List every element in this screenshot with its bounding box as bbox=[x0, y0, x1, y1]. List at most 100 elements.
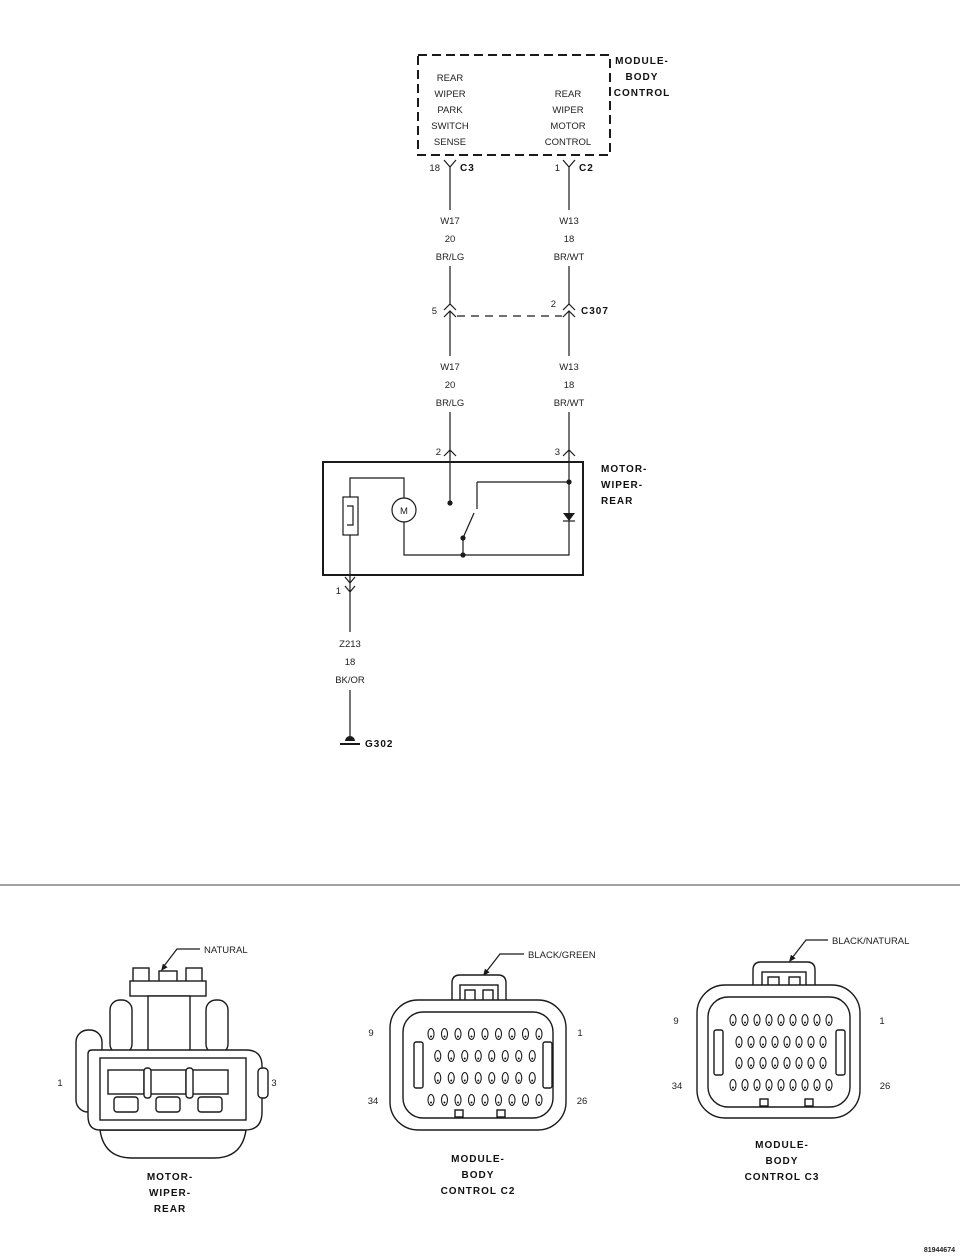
pin-cavity-contact bbox=[490, 1079, 493, 1082]
leader-arrow-icon bbox=[161, 963, 168, 971]
wire-w13-upper: W13 18 BR/WT bbox=[554, 167, 585, 304]
pin-cavity bbox=[807, 1056, 815, 1070]
connector-label-line-3: CONTROL C2 bbox=[441, 1186, 516, 1197]
park-contact-dot bbox=[447, 500, 453, 506]
pin-cavity bbox=[440, 1093, 449, 1107]
pin-cavity-contact bbox=[750, 1043, 752, 1046]
pin-cavity bbox=[741, 1078, 749, 1092]
pin-cavity-contact bbox=[738, 1064, 740, 1067]
connector-c3-pin: 18 bbox=[429, 163, 440, 174]
park-sense-function-line-1: REAR bbox=[437, 73, 464, 84]
pin-cavity bbox=[741, 1013, 749, 1027]
housing-color-label: BLACK/NATURAL bbox=[832, 936, 909, 947]
pin-cavity-contact bbox=[798, 1064, 800, 1067]
connector-housing bbox=[75, 967, 269, 1159]
pin-cavity bbox=[515, 1049, 523, 1063]
pin-cavity bbox=[813, 1078, 821, 1092]
pin-cavity bbox=[447, 1071, 455, 1085]
motor-control-function-line-2: WIPER bbox=[552, 105, 583, 116]
wire-circuit: Z213 bbox=[339, 639, 361, 650]
pin-cavity bbox=[801, 1078, 809, 1092]
pin-cavity-contact bbox=[497, 1101, 500, 1104]
pin-cavity bbox=[795, 1056, 803, 1070]
lock-tower bbox=[205, 999, 229, 1055]
housing-skirt bbox=[99, 1129, 247, 1159]
pin-cavity bbox=[508, 1027, 516, 1041]
ground-icon bbox=[340, 736, 360, 745]
connector-c2-symbol bbox=[562, 159, 576, 168]
park-sense-function-line-5: SENSE bbox=[434, 137, 466, 148]
pin-cavity bbox=[427, 1027, 435, 1041]
pin-cavity-contact bbox=[517, 1079, 520, 1082]
pin-number-top-right: 1 bbox=[577, 1028, 582, 1039]
pin-cavity-contact bbox=[484, 1101, 486, 1104]
motor-w13-pin: 3 bbox=[555, 447, 560, 458]
pin-cavity bbox=[427, 1093, 435, 1107]
pin-cavity bbox=[481, 1093, 489, 1107]
connector-view-c3: BLACK/NATURAL 9 1 34 26 MODULE- BODY CON… bbox=[672, 936, 910, 1183]
pin-cavity-contact bbox=[810, 1043, 812, 1046]
pin-number-bottom-right: 26 bbox=[577, 1096, 588, 1107]
pin-cavity bbox=[819, 1035, 827, 1049]
polarity-key bbox=[454, 1109, 464, 1118]
connector-c2-pin: 1 bbox=[555, 163, 560, 174]
pin-cavity-contact bbox=[822, 1043, 824, 1046]
pin-cavity-contact bbox=[780, 1021, 782, 1024]
housing-color-label: BLACK/GREEN bbox=[528, 950, 596, 961]
pin-cavity-contact bbox=[531, 1057, 534, 1060]
pin-cavity-contact bbox=[804, 1086, 806, 1089]
motor-control-function-line-1: REAR bbox=[555, 89, 582, 100]
pin-cavity bbox=[795, 1035, 803, 1049]
pin-number-top-left: 9 bbox=[673, 1016, 678, 1027]
pin-cavity-contact bbox=[538, 1101, 540, 1104]
pin-cavity bbox=[729, 1078, 737, 1092]
pin-cavity-contact bbox=[810, 1064, 812, 1067]
c307-w13-pin: 2 bbox=[551, 299, 556, 310]
pin-cavity bbox=[789, 1013, 797, 1027]
motor-pin-3-terminal-icon bbox=[562, 449, 576, 457]
pin-cavity bbox=[813, 1013, 821, 1027]
side-key bbox=[542, 1041, 553, 1089]
connector-housing bbox=[696, 961, 861, 1119]
connector-label-line-2: BODY bbox=[766, 1156, 799, 1167]
pin-cavity bbox=[474, 1049, 482, 1063]
wire-w17-upper: W17 20 BR/LG bbox=[436, 167, 464, 304]
latch-tab bbox=[132, 967, 150, 983]
pin-cavity-contact bbox=[497, 1035, 500, 1038]
wire-gauge: 18 bbox=[564, 380, 575, 391]
pin-cavity-contact bbox=[822, 1064, 824, 1067]
pin-cavity-contact bbox=[430, 1035, 432, 1038]
polarity-key bbox=[804, 1098, 814, 1107]
pin-cavity bbox=[488, 1049, 496, 1063]
polarity-key bbox=[496, 1109, 506, 1118]
latch-tab bbox=[185, 967, 203, 983]
pin-cavity-contact bbox=[457, 1035, 459, 1038]
pin-number-bottom-left: 34 bbox=[672, 1081, 683, 1092]
pin-cavity-contact bbox=[517, 1057, 520, 1060]
pin-cavity bbox=[488, 1071, 496, 1085]
pin-cavity-contact bbox=[816, 1021, 818, 1024]
pin-cavity bbox=[801, 1013, 809, 1027]
pin-cavity-contact bbox=[774, 1043, 776, 1046]
wire-gauge: 20 bbox=[445, 234, 456, 245]
connector-label-line-1: MODULE- bbox=[755, 1140, 809, 1151]
wire-color: BR/WT bbox=[554, 252, 585, 263]
pin-cavity-contact bbox=[732, 1086, 734, 1089]
pin-cavity-contact bbox=[538, 1035, 540, 1038]
pin-cavity-contact bbox=[786, 1064, 788, 1067]
motor-control-function-line-3: MOTOR bbox=[550, 121, 585, 132]
connector-view-c2: BLACK/GREEN 9 1 34 26 MODULE- BODY CONTR… bbox=[368, 950, 596, 1197]
leader-arrow-icon bbox=[483, 968, 490, 976]
pin-cavity bbox=[528, 1049, 536, 1063]
pin-cavity-contact bbox=[470, 1035, 473, 1038]
slot-divider bbox=[143, 1067, 152, 1099]
pin-cavity bbox=[765, 1078, 773, 1092]
connector-label-line-1: MODULE- bbox=[451, 1154, 505, 1165]
pin-number-top-right: 1 bbox=[879, 1016, 884, 1027]
pin-cavity bbox=[771, 1056, 779, 1070]
wire-circuit: W17 bbox=[440, 362, 460, 373]
park-sense-function-line-2: WIPER bbox=[434, 89, 465, 100]
inline-connector-c307: 5 2 C307 bbox=[432, 299, 608, 318]
pin-cavity bbox=[535, 1093, 543, 1107]
